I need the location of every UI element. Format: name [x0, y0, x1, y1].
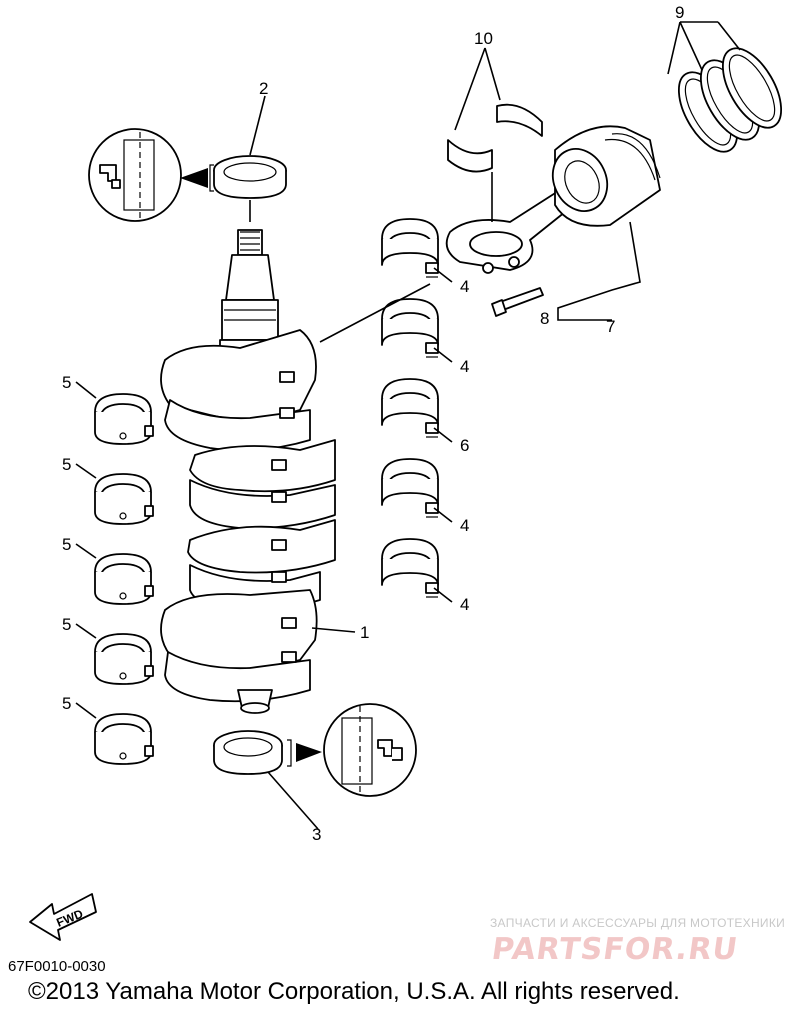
seal-detail-bottom [287, 703, 417, 797]
bearing-shell-icon[interactable] [447, 139, 493, 173]
callout-1: 1 [360, 623, 369, 642]
piston-icon[interactable] [543, 125, 661, 227]
callout-10: 10 [474, 29, 493, 48]
callout-7: 7 [606, 317, 615, 336]
copyright-notice: ©2013 Yamaha Motor Corporation, U.S.A. A… [28, 978, 680, 1005]
bearing-shell-icon[interactable] [381, 458, 439, 518]
watermark-subtitle: ЗАПЧАСТИ И АКСЕССУАРЫ ДЛЯ МОТОТЕХНИКИ [490, 916, 786, 930]
watermark-logo: PARTSFOR.RU [489, 932, 741, 967]
bearing-shell-icon[interactable] [94, 553, 154, 605]
seal-detail-top [88, 128, 214, 222]
bearing-shell-icon[interactable] [496, 103, 543, 137]
bolt-icon[interactable] [491, 287, 544, 317]
callout-5: 5 [62, 455, 71, 474]
fwd-label: FWD [54, 906, 85, 929]
oil-seal-icon[interactable] [213, 730, 283, 775]
callout-4: 4 [460, 516, 469, 535]
piston-ring-icon[interactable] [711, 39, 793, 137]
callout-6: 6 [460, 436, 469, 455]
fwd-arrow-icon: FWD [29, 893, 97, 941]
callout-5: 5 [62, 535, 71, 554]
callout-2: 2 [259, 79, 268, 98]
callout-5: 5 [62, 615, 71, 634]
bearing-shell-icon[interactable] [94, 473, 154, 525]
callout-5: 5 [62, 373, 71, 392]
callout-8: 8 [540, 309, 549, 328]
bearing-shell-icon[interactable] [381, 298, 439, 358]
callout-4: 4 [460, 595, 469, 614]
bearing-shell-icon[interactable] [381, 538, 439, 598]
bearing-shell-icon[interactable] [381, 378, 439, 438]
callout-5: 5 [62, 694, 71, 713]
callout-4: 4 [460, 277, 469, 296]
callout-3: 3 [312, 825, 321, 844]
oil-seal-icon[interactable] [213, 155, 287, 199]
bearing-shell-icon[interactable] [94, 713, 154, 765]
leader-lines [75, 21, 741, 830]
callout-9: 9 [675, 3, 684, 22]
callout-4: 4 [460, 357, 469, 376]
part-code: 67F0010-0030 [8, 958, 106, 975]
bearing-shell-icon[interactable] [381, 218, 439, 278]
bearing-shell-icon[interactable] [94, 633, 154, 685]
crankshaft-icon[interactable] [160, 229, 336, 714]
connecting-rod-icon[interactable] [445, 189, 581, 274]
bearing-shell-icon[interactable] [94, 393, 154, 445]
